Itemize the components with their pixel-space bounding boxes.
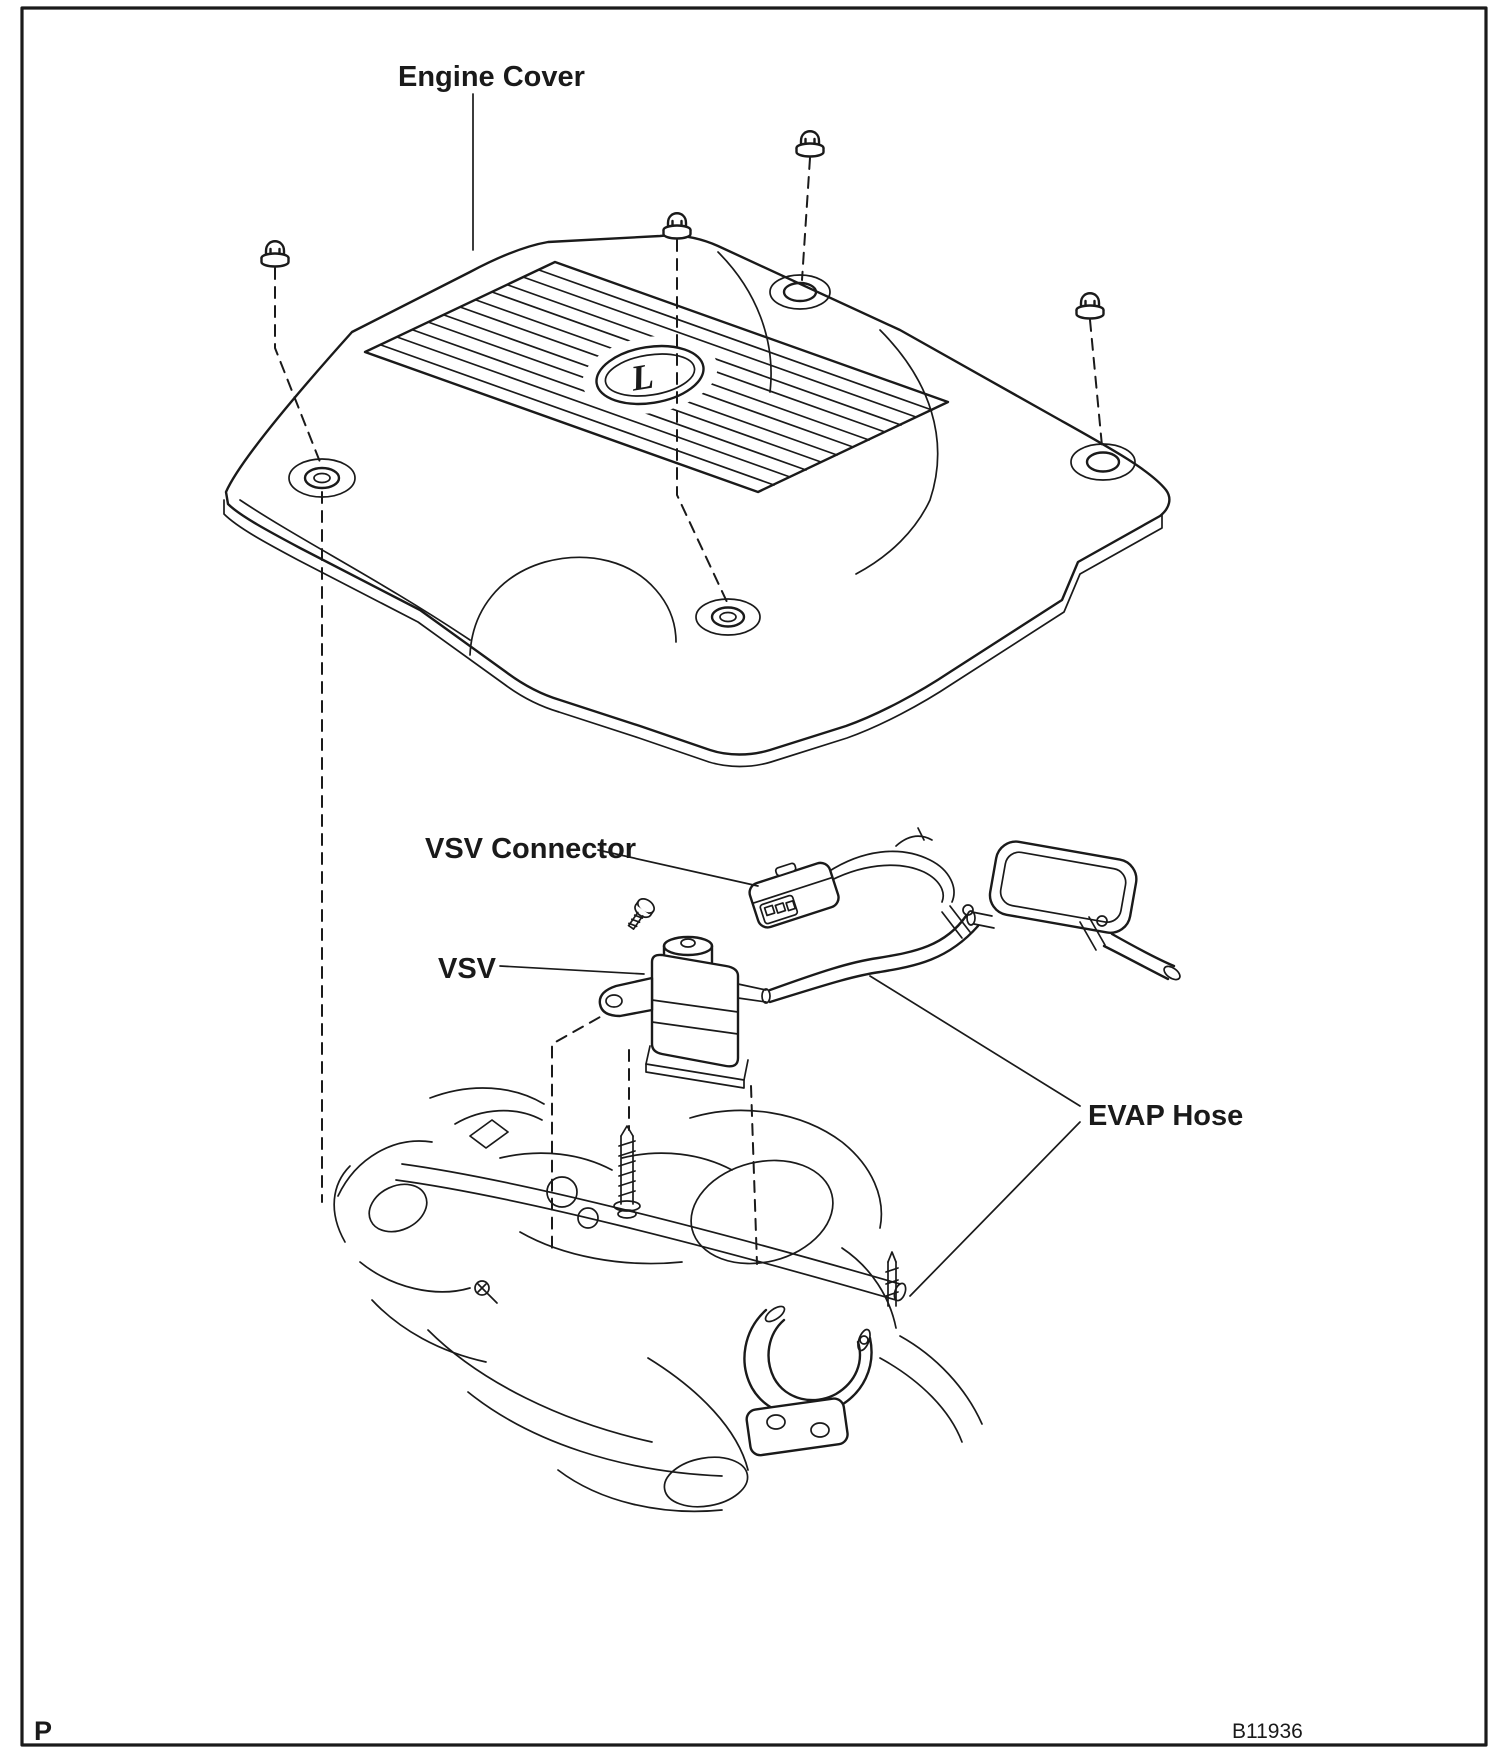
vsv-leader [499, 965, 645, 975]
evap-hose-label: EVAP Hose [1088, 1100, 1243, 1132]
evap-hose-lower [743, 1305, 873, 1418]
page-border [20, 6, 1488, 1747]
nut-alignment-lines [274, 157, 1103, 1203]
harness-wire [823, 827, 955, 903]
vsv-connector-label: VSV Connector [425, 833, 636, 865]
engine-cover-rim [223, 499, 1163, 768]
hose-clamp-right [1079, 915, 1108, 951]
mounting-bracket [745, 1397, 849, 1457]
cap-nut-far-right [1075, 292, 1105, 320]
vsv-alignment-lines [551, 1007, 758, 1265]
figure-code: B11936 [1232, 1720, 1303, 1743]
cap-nut-left [260, 240, 290, 268]
evap-hose-leader-upper [869, 975, 1081, 1107]
page-letter: P [34, 1716, 52, 1746]
evap-hose-upper [768, 914, 980, 1004]
cap-nut-center [662, 212, 692, 240]
stud-bolt-center [613, 1125, 641, 1219]
engine-cover-contours [239, 251, 939, 656]
vsv-connector-plug [748, 861, 840, 929]
cap-nut-top-right [795, 130, 825, 158]
mounting-holes [288, 274, 1136, 636]
mounting-hole-top-right [769, 274, 831, 310]
engine-cover-label: Engine Cover [398, 61, 585, 93]
mounting-hole-bottom-center [695, 598, 761, 636]
stud-bolt-right [885, 1251, 899, 1307]
duct-hose-right [1102, 932, 1181, 981]
cap-nuts [260, 130, 1105, 320]
vsv-bolt [627, 898, 655, 930]
vsv-body [598, 935, 771, 1089]
mounting-hole-far-right [1070, 443, 1136, 481]
evap-hose-leader-lower [909, 1121, 1081, 1297]
air-duct [966, 840, 1138, 934]
engine-sketch [333, 1087, 983, 1513]
vsv-assembly [598, 827, 1181, 1089]
engine-cover-drawing: L [223, 234, 1171, 768]
vsv-connector-leader [597, 849, 759, 887]
small-screw [474, 1280, 498, 1304]
vsv-label: VSV [438, 953, 497, 985]
engine-cover-outline [224, 234, 1171, 756]
callouts: Engine Cover VSV Connector VSV EVAP Hose [398, 61, 1243, 1297]
